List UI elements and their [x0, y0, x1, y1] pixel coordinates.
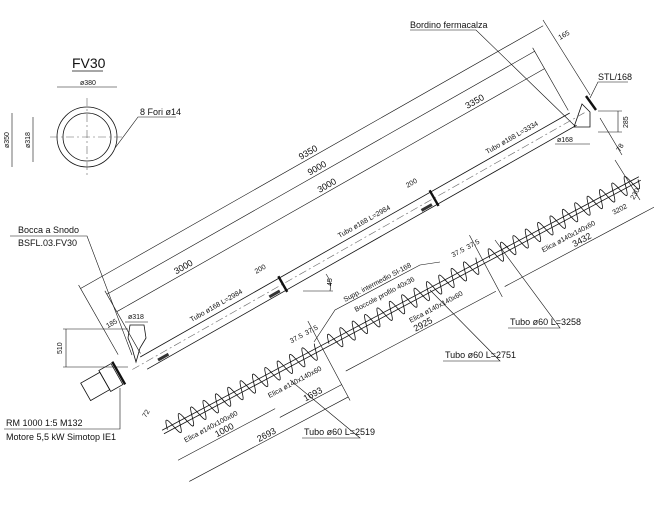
dim-inner-dia: ø318: [25, 132, 32, 148]
dim-line-165: [542, 19, 591, 96]
dim-outer-dia: ø380: [80, 80, 96, 87]
inlet-leader: [10, 235, 133, 356]
helix-segment-2: [327, 257, 480, 348]
dim-165: 165: [558, 30, 572, 42]
coupling-flange-1: [277, 275, 289, 293]
bordino-leader: [410, 29, 576, 127]
inlet-name: Bocca a Snodo: [18, 225, 79, 235]
dim-285: 285: [623, 116, 630, 128]
dim-185: 185: [105, 318, 119, 330]
holes-leader: [114, 116, 176, 149]
angle-indicator: 45: [303, 273, 334, 292]
reducer-label: RM 1000 1:5 M132: [6, 418, 83, 428]
tube-bottom-edge: [146, 124, 577, 370]
motor-label: Motore 5,5 kW Simotop IE1: [6, 432, 116, 442]
shaft-label-1: Tubo ø60 L=2519: [304, 427, 375, 437]
dim-3000a: 3000: [172, 258, 194, 277]
shaft-top: [161, 176, 640, 431]
flange-section-view: FV30 ø380 ø350 ø318 8 Fori ø14: [4, 55, 181, 176]
inlet-code: BSFL.03.FV30: [18, 238, 77, 248]
angle-arc: [325, 273, 331, 292]
dim-line-2693: [189, 396, 349, 482]
dim-line-3350: [405, 68, 545, 148]
dim-3202: 3202: [612, 203, 629, 217]
outlet-detail: Bordino fermacalza STL/168 285 ø168 78 1…: [410, 19, 642, 201]
inspection-hatch-2: [420, 203, 433, 212]
ext-line-tube-end: [532, 47, 569, 111]
dim-line-3432: [504, 204, 654, 287]
gap-b2: 37.5: [466, 239, 481, 252]
support-leader: [313, 261, 441, 343]
dim-line-9000: [106, 51, 535, 295]
tube-top-edge: [139, 112, 570, 358]
dim-9350: 9350: [297, 143, 319, 162]
stl-label: STL/168: [598, 72, 632, 82]
bordino-label: Bordino fermacalza: [410, 20, 488, 30]
dim-line-78: [599, 117, 623, 156]
stl-leader: [589, 81, 628, 99]
outlet-spout: [573, 103, 591, 128]
shaft-leader-2: [429, 289, 501, 362]
inlet-dia: ø318: [128, 314, 144, 321]
dim-230: 230: [630, 187, 642, 201]
helix-segment-3: [487, 175, 640, 262]
helix-segment-1: [165, 343, 318, 434]
dim-72: 72: [142, 409, 152, 419]
dim-200a: 200: [254, 264, 268, 276]
section-title: FV30: [72, 55, 106, 71]
dim-line-3000a: [116, 233, 255, 312]
dim-height-dia: ø350: [4, 132, 11, 148]
shaft-leader-3: [494, 239, 561, 329]
drive-flange: [111, 361, 127, 385]
dim-78: 78: [616, 143, 626, 153]
motor-body: [80, 371, 111, 402]
dim-2693: 2693: [255, 426, 277, 444]
dim-3000b: 3000: [316, 176, 338, 195]
dim-line-9350: [80, 25, 544, 289]
dim-line-1693: [279, 384, 342, 418]
outlet-flange: [585, 95, 597, 111]
shaft-label-3: Tubo ø60 L=3258: [510, 317, 581, 327]
tube-centerline: [132, 112, 585, 370]
inspection-hatch-0: [157, 352, 170, 362]
ext-line-tube-start: [104, 290, 141, 354]
ext-line-left: [78, 284, 119, 355]
ext-line-joint-2: [469, 234, 503, 298]
gap-a1: 37.5: [289, 332, 304, 345]
helix-label-3: Elica ø140x140x60: [408, 290, 464, 324]
dim-200b: 200: [405, 178, 419, 190]
inlet-body: [127, 324, 147, 364]
gear-reducer: [98, 363, 124, 392]
inspection-hatch-1: [268, 289, 281, 299]
motor-leader: [4, 388, 121, 430]
shaft-leader-1: [289, 379, 361, 439]
coupling-flange-2: [428, 189, 440, 207]
dim-3350: 3350: [463, 92, 485, 111]
ext-line-joint-1: [307, 320, 351, 401]
dim-line-1000: [177, 408, 276, 461]
inlet-and-drive: Bocca a Snodo BSFL.03.FV30 ø318 510 RM 1…: [4, 225, 152, 442]
dim-line-3000b: [253, 147, 406, 234]
dim-510: 510: [57, 342, 64, 354]
dim-9000: 9000: [306, 159, 328, 178]
shaft-label-2: Tubo ø60 L=2751: [445, 350, 516, 360]
dim-dia-168: ø168: [557, 137, 573, 144]
dim-line-230: [614, 159, 641, 201]
dim-1693: 1693: [302, 385, 324, 403]
dim-line-2925: [345, 290, 497, 372]
holes-label: 8 Fori ø14: [140, 107, 181, 117]
shaft-bottom: [163, 179, 641, 435]
motor: [80, 361, 127, 402]
gap-a2: 37.5: [304, 324, 319, 337]
gap-b1: 37.5: [451, 247, 466, 260]
angle-45: 45: [327, 278, 334, 286]
